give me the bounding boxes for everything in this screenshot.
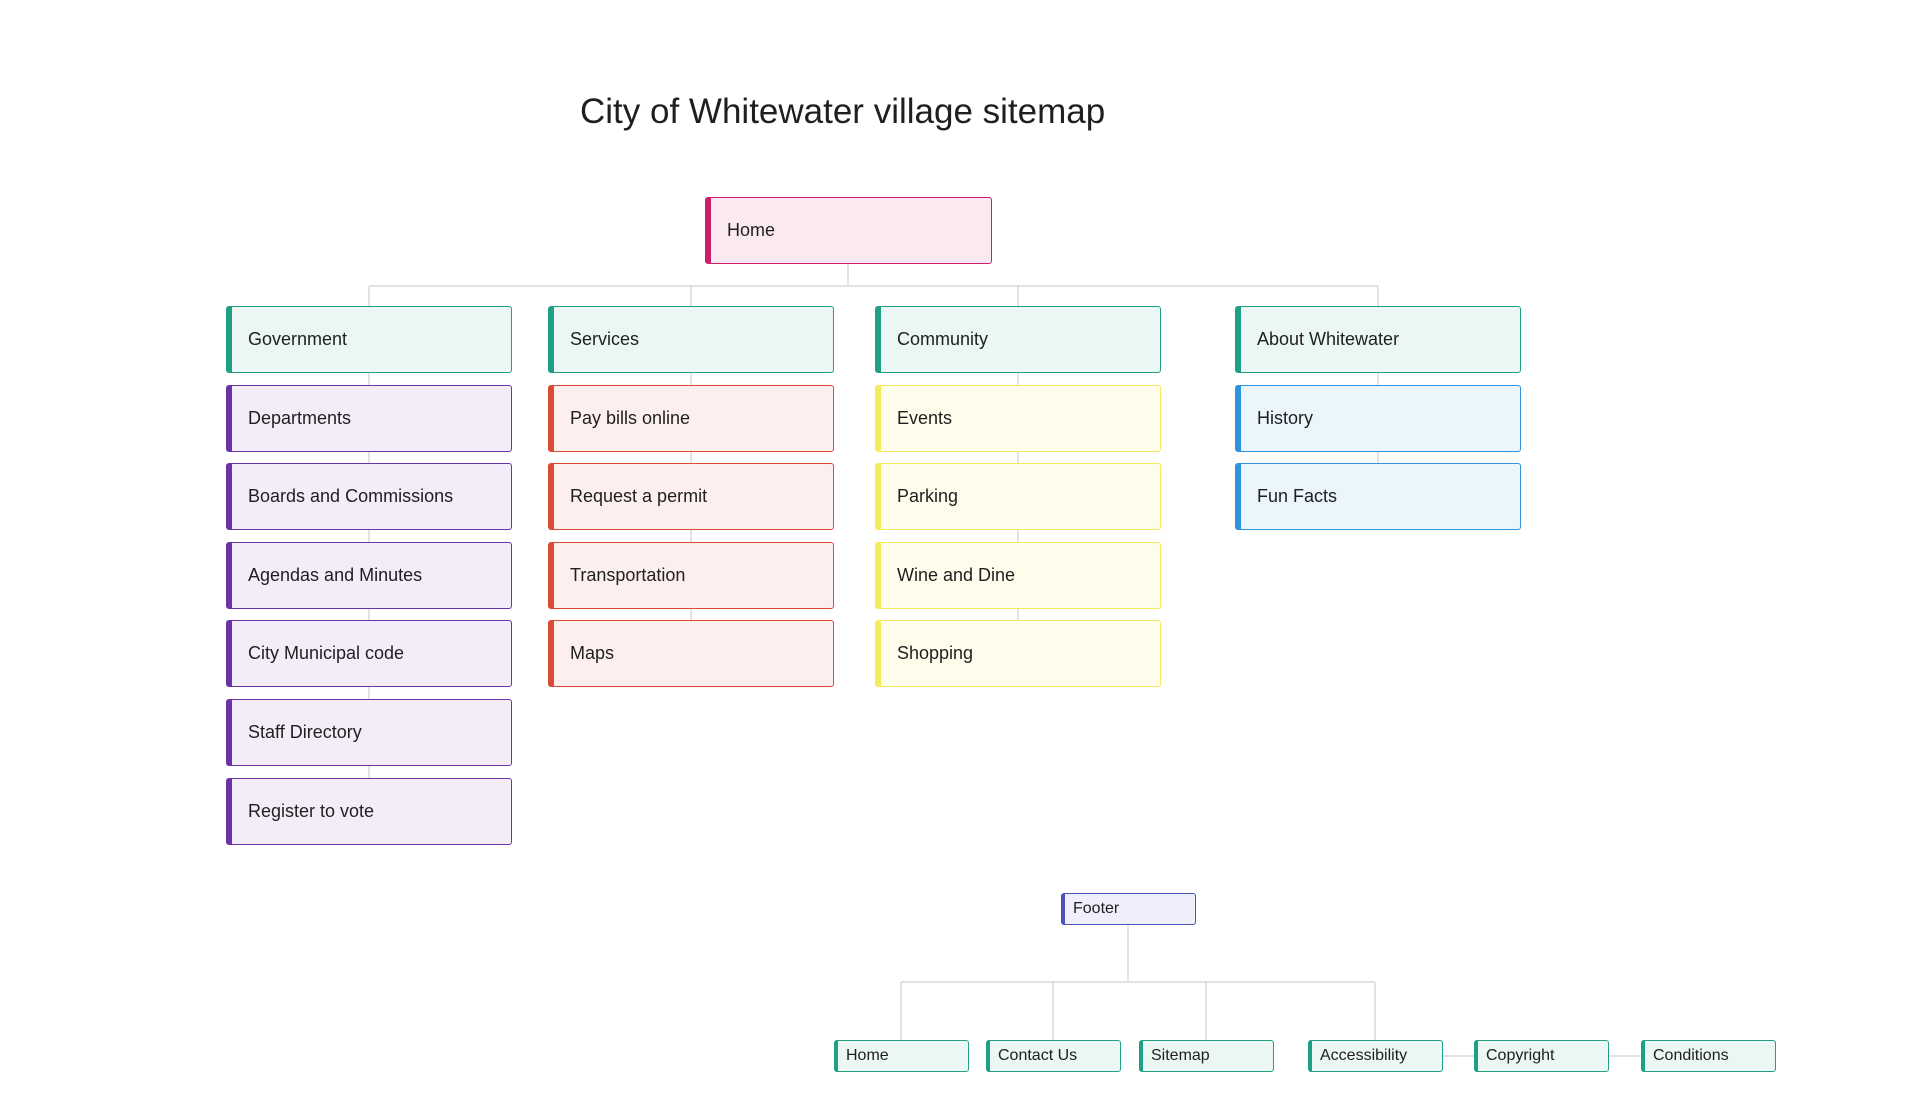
node-shopping-label: Shopping bbox=[897, 643, 974, 663]
node-transportation-label: Transportation bbox=[570, 565, 686, 585]
node-about-whitewater[interactable]: About Whitewater bbox=[1235, 306, 1521, 373]
node-staff-directory-label: Staff Directory bbox=[248, 722, 362, 742]
node-maps-label: Maps bbox=[570, 643, 615, 663]
node-request-a-permit[interactable]: Request a permit bbox=[548, 463, 834, 530]
node-departments-label: Departments bbox=[248, 408, 352, 428]
node-footer-conditions-label: Conditions bbox=[1653, 1047, 1729, 1064]
node-request-a-permit-label: Request a permit bbox=[570, 486, 708, 506]
node-register-to-vote-label: Register to vote bbox=[248, 801, 375, 821]
node-boards-and-commissions[interactable]: Boards and Commissions bbox=[226, 463, 512, 530]
node-shopping[interactable]: Shopping bbox=[875, 620, 1161, 687]
node-fun-facts[interactable]: Fun Facts bbox=[1235, 463, 1521, 530]
node-maps[interactable]: Maps bbox=[548, 620, 834, 687]
node-transportation[interactable]: Transportation bbox=[548, 542, 834, 609]
node-events-label: Events bbox=[897, 408, 953, 428]
node-departments[interactable]: Departments bbox=[226, 385, 512, 452]
node-footer[interactable]: Footer bbox=[1061, 893, 1196, 925]
node-wine-and-dine-label: Wine and Dine bbox=[897, 565, 1016, 585]
node-footer-copyright[interactable]: Copyright bbox=[1474, 1040, 1609, 1072]
node-community[interactable]: Community bbox=[875, 306, 1161, 373]
node-services[interactable]: Services bbox=[548, 306, 834, 373]
node-home[interactable]: Home bbox=[705, 197, 992, 264]
node-events[interactable]: Events bbox=[875, 385, 1161, 452]
node-footer-home-label: Home bbox=[846, 1047, 889, 1064]
node-register-to-vote[interactable]: Register to vote bbox=[226, 778, 512, 845]
node-agendas-and-minutes[interactable]: Agendas and Minutes bbox=[226, 542, 512, 609]
node-city-municipal-code-label: City Municipal code bbox=[248, 643, 405, 663]
node-footer-copyright-label: Copyright bbox=[1486, 1047, 1555, 1064]
page-title: City of Whitewater village sitemap bbox=[580, 92, 1106, 131]
node-government-label: Government bbox=[248, 329, 348, 349]
node-footer-home[interactable]: Home bbox=[834, 1040, 969, 1072]
node-footer-label: Footer bbox=[1073, 900, 1120, 917]
node-boards-and-commissions-label: Boards and Commissions bbox=[248, 486, 454, 506]
node-footer-conditions[interactable]: Conditions bbox=[1641, 1040, 1776, 1072]
node-services-label: Services bbox=[570, 329, 640, 349]
node-footer-sitemap-label: Sitemap bbox=[1151, 1047, 1210, 1064]
node-history-label: History bbox=[1257, 408, 1314, 428]
node-about-whitewater-label: About Whitewater bbox=[1257, 329, 1400, 349]
node-footer-contact-us-label: Contact Us bbox=[998, 1047, 1078, 1064]
node-community-label: Community bbox=[897, 329, 989, 349]
node-parking[interactable]: Parking bbox=[875, 463, 1161, 530]
node-agendas-and-minutes-label: Agendas and Minutes bbox=[248, 565, 423, 585]
node-wine-and-dine[interactable]: Wine and Dine bbox=[875, 542, 1161, 609]
node-pay-bills-online-label: Pay bills online bbox=[570, 408, 691, 428]
node-footer-accessibility[interactable]: Accessibility bbox=[1308, 1040, 1443, 1072]
node-staff-directory[interactable]: Staff Directory bbox=[226, 699, 512, 766]
node-footer-sitemap[interactable]: Sitemap bbox=[1139, 1040, 1274, 1072]
node-footer-contact-us[interactable]: Contact Us bbox=[986, 1040, 1121, 1072]
node-pay-bills-online[interactable]: Pay bills online bbox=[548, 385, 834, 452]
node-home-label: Home bbox=[727, 220, 776, 240]
node-government[interactable]: Government bbox=[226, 306, 512, 373]
node-history[interactable]: History bbox=[1235, 385, 1521, 452]
node-city-municipal-code[interactable]: City Municipal code bbox=[226, 620, 512, 687]
node-parking-label: Parking bbox=[897, 486, 959, 506]
node-fun-facts-label: Fun Facts bbox=[1257, 486, 1338, 506]
node-footer-accessibility-label: Accessibility bbox=[1320, 1047, 1408, 1064]
